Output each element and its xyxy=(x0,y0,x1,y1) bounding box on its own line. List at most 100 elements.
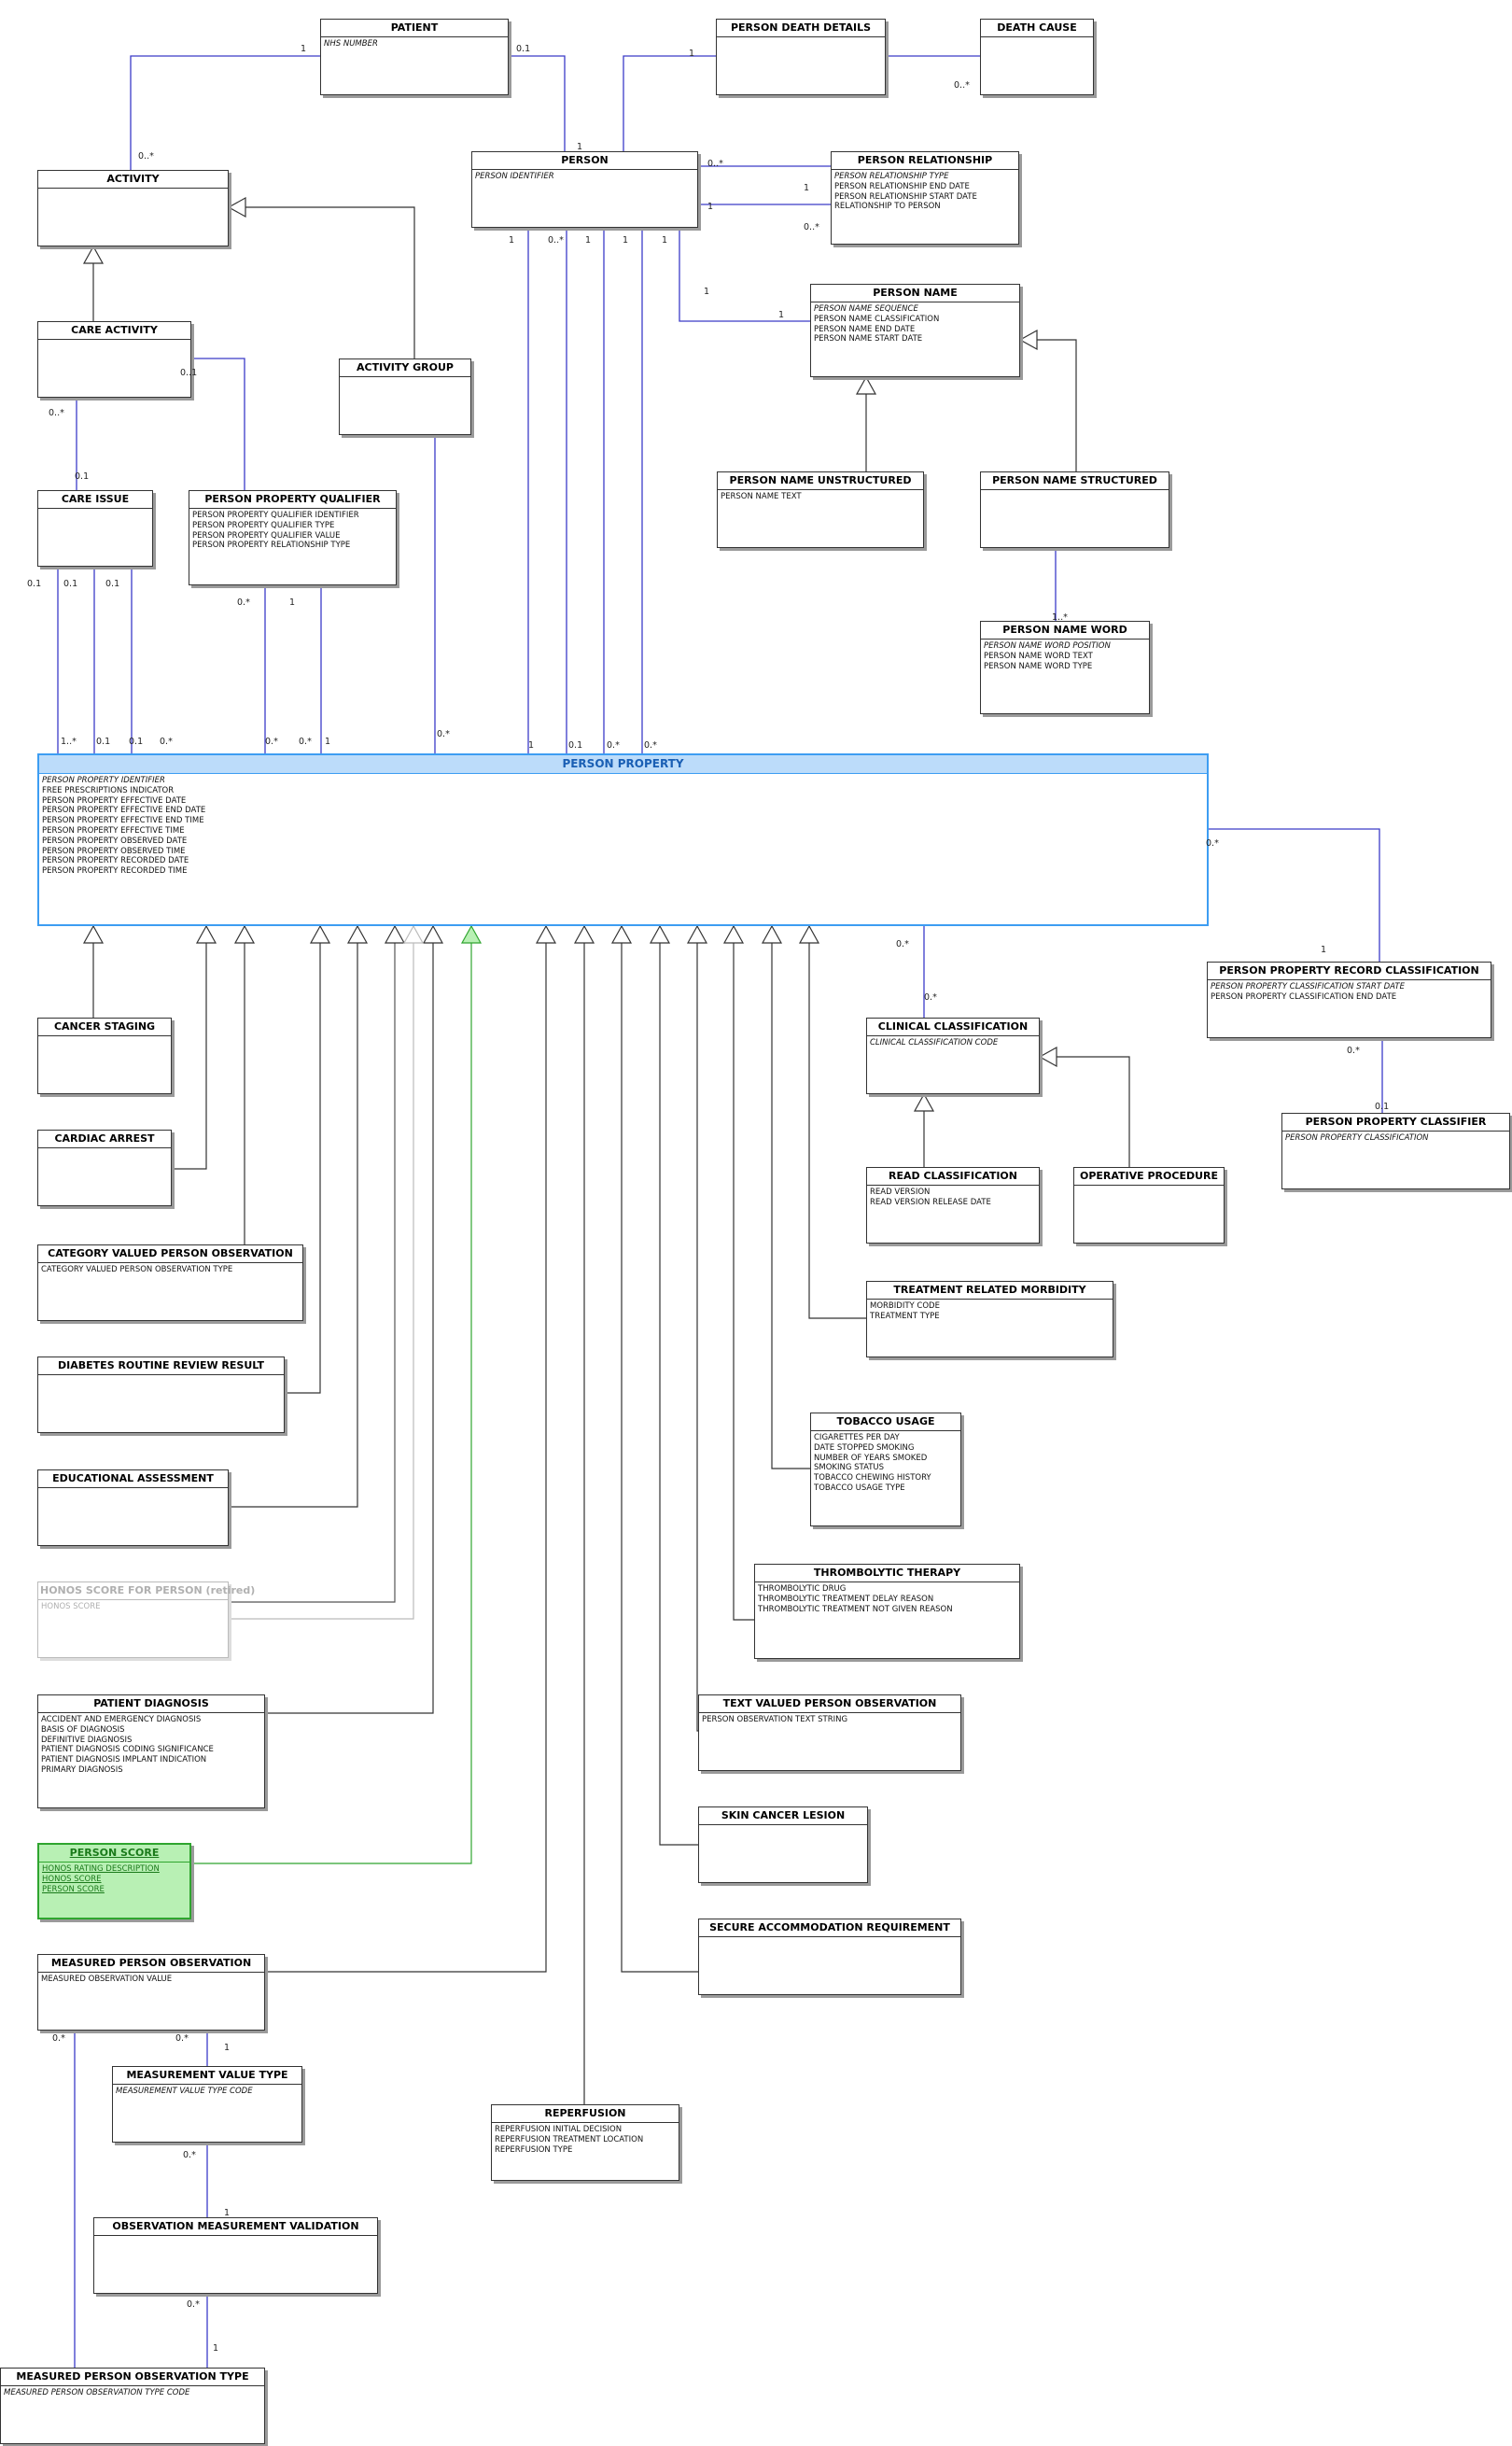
entity-attribute: PERSON PROPERTY OBSERVED DATE xyxy=(42,836,188,846)
association-person-death-details xyxy=(623,55,716,151)
entity-attributes: PERSON IDENTIFIER xyxy=(472,170,697,184)
entity-activity-group: ACTIVITY GROUP xyxy=(339,358,471,435)
entity-attribute: REPERFUSION TYPE xyxy=(495,2144,573,2155)
multiplicity-label: 1 xyxy=(585,235,592,246)
entity-cancer-staging: CANCER STAGING xyxy=(37,1018,172,1094)
multiplicity-label: 0.1 xyxy=(568,740,583,751)
entity-attributes: MEASUREMENT VALUE TYPE CODE xyxy=(113,2085,301,2099)
entity-person-name-unstructured: PERSON NAME UNSTRUCTURED PERSON NAME TEXT xyxy=(717,471,924,548)
entity-attribute: PERSON NAME WORD TYPE xyxy=(984,661,1093,671)
inheritance-arrow-clinical-classification xyxy=(913,1092,935,1112)
entity-title: OPERATIVE PROCEDURE xyxy=(1074,1168,1224,1186)
entity-attributes xyxy=(38,1148,171,1152)
entity-attributes: NHS NUMBER xyxy=(321,37,508,51)
entity-attribute: PERSON NAME TEXT xyxy=(721,492,802,501)
generalization-name-structured xyxy=(1020,339,1077,471)
inheritance-arrow-person-property xyxy=(384,924,406,944)
entity-attribute: MEASURED PERSON OBSERVATION TYPE CODE xyxy=(4,2388,190,2397)
generalization-person-score xyxy=(191,926,472,1864)
entity-attribute: REPERFUSION TREATMENT LOCATION xyxy=(495,2134,644,2144)
multiplicity-label: 0.1 xyxy=(105,579,120,589)
entity-attribute: DATE STOPPED SMOKING xyxy=(814,1442,915,1453)
entity-skin-cancer-lesion: SKIN CANCER LESION xyxy=(698,1806,868,1883)
entity-title: SECURE ACCOMMODATION REQUIREMENT xyxy=(699,1919,960,1937)
multiplicity-label: 1 xyxy=(289,597,296,608)
entity-attribute: THROMBOLYTIC TREATMENT NOT GIVEN REASON xyxy=(758,1604,953,1614)
entity-title: PERSON NAME UNSTRUCTURED xyxy=(718,472,923,490)
generalization-thrombolytic xyxy=(733,926,754,1621)
entity-attribute: PERSON NAME WORD TEXT xyxy=(984,651,1093,661)
entity-attribute: PERSON IDENTIFIER xyxy=(475,172,554,181)
entity-attribute: CLINICAL CLASSIFICATION CODE xyxy=(870,1038,999,1047)
multiplicity-label: 0.* xyxy=(924,992,937,1003)
entity-title: PERSON xyxy=(472,152,697,170)
entity-attribute: PERSON PROPERTY EFFECTIVE TIME xyxy=(42,825,185,836)
entity-person-name-structured: PERSON NAME STRUCTURED xyxy=(980,471,1169,548)
entity-title: PERSON PROPERTY RECORD CLASSIFICATION xyxy=(1208,963,1491,980)
inheritance-arrow-person-score xyxy=(460,924,483,944)
entity-attributes xyxy=(94,2236,377,2240)
multiplicity-label: 1 xyxy=(213,2343,219,2354)
multiplicity-label: 1 xyxy=(689,49,695,59)
entity-attributes xyxy=(38,1488,228,1492)
entity-title: ACTIVITY GROUP xyxy=(340,359,470,377)
entity-attribute: PERSON PROPERTY OBSERVED TIME xyxy=(42,846,186,856)
entity-observation-measurement-validation: OBSERVATION MEASUREMENT VALIDATION xyxy=(93,2217,378,2294)
entity-attribute: PERSON RELATIONSHIP START DATE xyxy=(834,191,977,202)
entity-attribute: PERSON NAME START DATE xyxy=(814,334,923,344)
entity-attribute: PERSON NAME CLASSIFICATION xyxy=(814,314,940,324)
entity-title: PATIENT DIAGNOSIS xyxy=(38,1695,264,1713)
multiplicity-label: 1 xyxy=(704,287,710,297)
entity-title: REPERFUSION xyxy=(492,2105,679,2123)
entity-attribute: CIGARETTES PER DAY xyxy=(814,1433,900,1442)
multiplicity-label: 1 xyxy=(804,183,810,193)
multiplicity-label: 0.* xyxy=(607,740,620,751)
entity-attribute: PERSON PROPERTY QUALIFIER TYPE xyxy=(192,520,335,530)
inheritance-arrow-person-property xyxy=(573,924,595,944)
entity-attributes: PERSON PROPERTY CLASSIFICATION xyxy=(1282,1132,1509,1146)
generalization-text-valued xyxy=(696,926,698,1732)
generalization-honos-retired-b xyxy=(229,926,414,1620)
multiplicity-label: 0..1 xyxy=(180,368,198,378)
entity-attribute: PERSON PROPERTY CLASSIFICATION xyxy=(1285,1133,1429,1143)
entity-attribute: TOBACCO CHEWING HISTORY xyxy=(814,1473,931,1483)
entity-attribute: PERSON PROPERTY EFFECTIVE END TIME xyxy=(42,816,204,826)
multiplicity-label: 0.1 xyxy=(27,579,42,589)
multiplicity-label: 0.* xyxy=(1206,838,1219,849)
entity-title: CARE ISSUE xyxy=(38,491,152,509)
entity-attribute: PERSON PROPERTY RECORDED DATE xyxy=(42,856,189,866)
inheritance-arrow-person-property xyxy=(309,924,331,944)
entity-person-death-details: PERSON DEATH DETAILS xyxy=(716,19,886,95)
generalization-diabetes xyxy=(285,926,321,1394)
entity-attribute: ACCIDENT AND EMERGENCY DIAGNOSIS xyxy=(41,1715,202,1724)
inheritance-arrow-person-property xyxy=(535,924,557,944)
multiplicity-label: 1 xyxy=(224,2043,231,2053)
multiplicity-label: 0.* xyxy=(175,2033,189,2044)
entity-care-activity: CARE ACTIVITY xyxy=(37,321,191,398)
entity-title: MEASURED PERSON OBSERVATION TYPE xyxy=(1,2369,264,2386)
entity-attribute: PERSON NAME END DATE xyxy=(814,324,916,334)
entity-diabetes-routine-review-result: DIABETES ROUTINE REVIEW RESULT xyxy=(37,1357,285,1433)
entity-attributes xyxy=(340,377,470,381)
association-patient-activity xyxy=(130,55,320,170)
inheritance-arrow-person-name-side xyxy=(1018,329,1038,351)
entity-title: TEXT VALUED PERSON OBSERVATION xyxy=(699,1695,960,1713)
entity-attribute: PATIENT DIAGNOSIS IMPLANT INDICATION xyxy=(41,1755,207,1765)
entity-title: MEASUREMENT VALUE TYPE xyxy=(113,2067,301,2085)
inheritance-arrow-person-property xyxy=(798,924,820,944)
multiplicity-label: 1 xyxy=(707,202,714,212)
